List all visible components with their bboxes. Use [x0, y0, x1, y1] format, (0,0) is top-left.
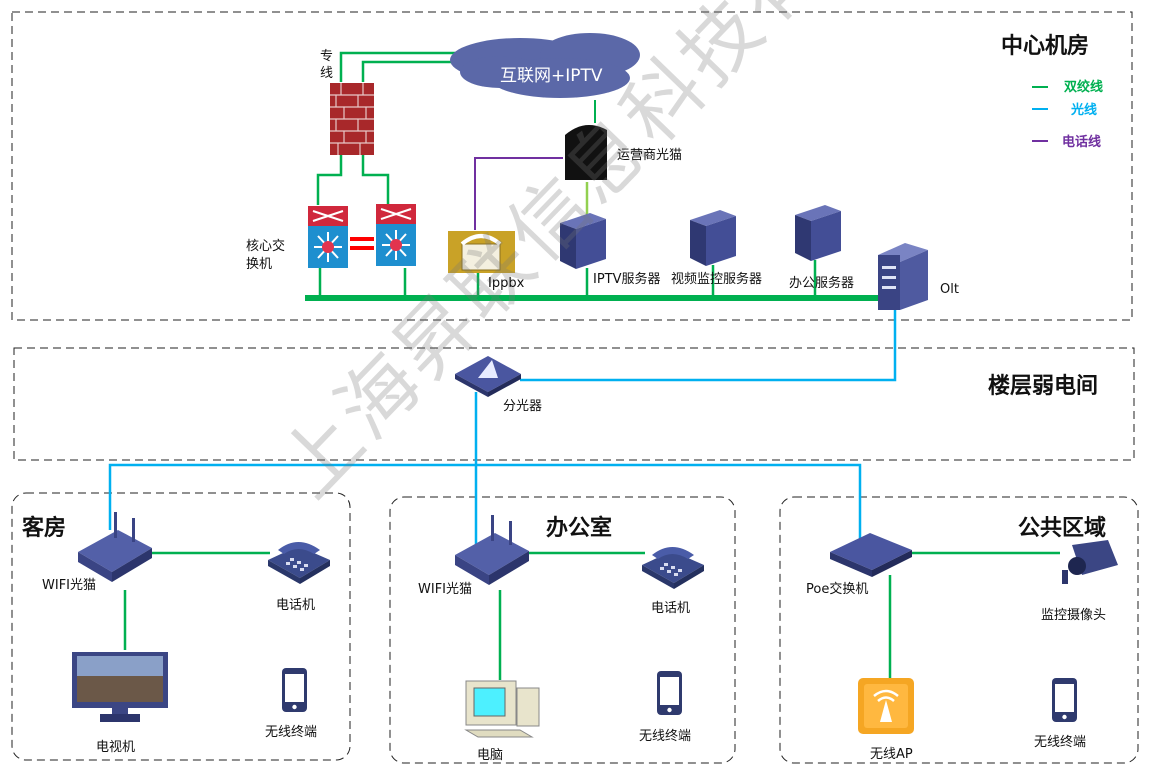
guest-wifi-modem-icon [78, 512, 152, 582]
splitter-label: 分光器 [503, 399, 543, 414]
leased-line-label: 专线 [320, 49, 334, 81]
camera-label: 监控摄像头 [1041, 608, 1107, 623]
modem-label: 运营商光猫 [617, 148, 683, 163]
cloud-label: 互联网+IPTV [500, 66, 603, 86]
office-wifi-label: WIFI光猫 [418, 582, 472, 597]
ippbx-icon [448, 231, 515, 273]
legend-phone-line: 电话线 [1062, 135, 1102, 150]
core-switch-label: 核心交换机 [246, 239, 286, 272]
guest-mobile-label: 无线终端 [265, 725, 318, 740]
ap-label: 无线AP [870, 747, 913, 762]
zone-title-office: 办公室 [546, 516, 613, 541]
guest-mobile-icon [282, 668, 307, 712]
ippbx-label: Ippbx [488, 276, 525, 291]
splitter-icon [455, 356, 521, 397]
legend-twisted-pair: 双绞线 [1064, 80, 1104, 95]
guest-phone-icon [268, 542, 330, 584]
olt-icon [878, 243, 928, 310]
office-phone-label: 电话机 [651, 601, 691, 616]
phone-line [474, 157, 563, 230]
pc-label: 电脑 [477, 748, 504, 763]
iptv-server-icon [560, 213, 606, 269]
video-server-label: 视频监控服务器 [671, 272, 763, 287]
tv-label: 电视机 [96, 740, 136, 755]
core-switch-icon [307, 203, 417, 269]
public-mobile-label: 无线终端 [1034, 735, 1087, 750]
public-mobile-icon [1052, 678, 1077, 722]
floor-zone-box [13, 347, 1135, 461]
zone-title-public: 公共区域 [1018, 516, 1107, 541]
zone-title-floor: 楼层弱电间 [988, 374, 1099, 399]
olt-label: Olt [940, 282, 959, 297]
office-wifi-modem-icon [455, 515, 529, 585]
guest-wifi-label: WIFI光猫 [42, 578, 96, 593]
pc-icon [464, 680, 540, 738]
iptv-server-label: IPTV服务器 [593, 272, 661, 287]
office-mobile-icon [657, 671, 682, 715]
office-server-label: 办公服务器 [789, 276, 855, 291]
legend-fiber: 光线 [1071, 103, 1098, 118]
public-zone-box [779, 496, 1139, 764]
fiber-links [108, 305, 897, 545]
internet-cloud [450, 33, 640, 98]
camera-icon [1062, 540, 1118, 584]
office-zone-box [389, 496, 736, 764]
firewall-icon [329, 82, 375, 156]
video-server-icon [690, 210, 736, 266]
wireless-ap-icon [858, 678, 914, 734]
poe-switch-icon [830, 533, 912, 577]
guest-zone-box [11, 492, 351, 761]
office-server-icon [795, 205, 841, 261]
guest-phone-label: 电话机 [276, 598, 316, 613]
center-zone-box [11, 11, 1133, 321]
zone-title-guest: 客房 [22, 516, 67, 541]
twisted-pair-links [123, 51, 1060, 680]
office-mobile-label: 无线终端 [639, 729, 692, 744]
tv-icon [72, 652, 168, 722]
zone-title-center: 中心机房 [1001, 34, 1090, 59]
poe-switch-label: Poe交换机 [806, 582, 869, 597]
office-phone-icon [642, 547, 704, 589]
operator-modem-icon [565, 125, 607, 180]
